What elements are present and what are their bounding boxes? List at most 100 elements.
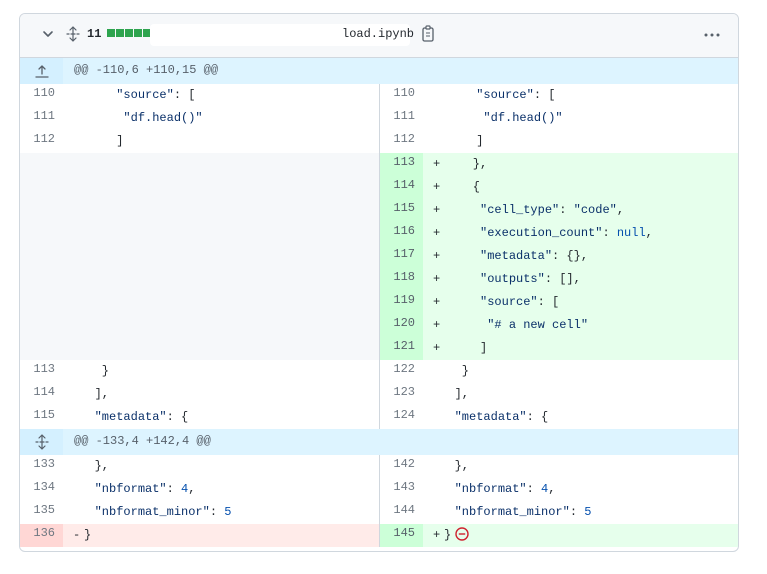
added-marker: + xyxy=(433,203,441,217)
right-line-number[interactable]: 112 xyxy=(393,132,415,146)
diff-row: 113 } 122 } xyxy=(20,360,738,383)
split-divider xyxy=(379,337,380,360)
left-empty-cell xyxy=(20,222,379,245)
diff-row: 119+ "source": [ xyxy=(20,291,738,314)
added-code-line: }, xyxy=(444,157,488,171)
right-code-line: }, xyxy=(433,459,470,473)
right-line-number[interactable]: 115 xyxy=(380,199,423,222)
hunk-header-text: @@ -133,4 +142,4 @@ xyxy=(74,434,211,448)
diff-row: 111 "df.head()" 111 "df.head()" xyxy=(20,107,738,130)
right-code-line: "df.head()" xyxy=(483,111,563,125)
right-line-number[interactable]: 122 xyxy=(393,362,415,376)
kebab-horizontal-icon[interactable] xyxy=(703,29,721,41)
right-line-number[interactable]: 143 xyxy=(393,480,415,494)
left-code-line: } xyxy=(73,364,110,378)
right-line-number[interactable]: 117 xyxy=(380,245,423,268)
right-line-number[interactable]: 116 xyxy=(380,222,423,245)
hunk-header-text: @@ -110,6 +110,15 @@ xyxy=(74,63,219,77)
split-divider xyxy=(379,501,380,524)
left-line-number[interactable]: 115 xyxy=(33,408,55,422)
left-line-number[interactable]: 135 xyxy=(33,503,55,517)
split-divider xyxy=(379,176,380,199)
chevron-down-icon[interactable] xyxy=(40,26,56,42)
right-line-number[interactable]: 120 xyxy=(380,314,423,337)
added-code-line: "outputs": [], xyxy=(480,272,581,286)
unfold-icon[interactable] xyxy=(66,26,80,42)
added-line-bg xyxy=(423,337,738,360)
diff-row: 133 }, 142 }, xyxy=(20,455,738,478)
split-divider xyxy=(379,153,380,176)
diff-row: 136-}145+} xyxy=(20,524,738,547)
right-line-number[interactable]: 144 xyxy=(393,503,415,517)
right-line-number[interactable]: 111 xyxy=(393,109,415,123)
left-code-line: "df.head()" xyxy=(123,111,203,125)
left-empty-cell xyxy=(20,199,379,222)
right-line-number[interactable]: 142 xyxy=(393,457,415,471)
added-code-line: "# a new cell" xyxy=(487,318,589,332)
added-line-bg xyxy=(423,524,738,547)
diffstat-block xyxy=(134,29,142,37)
diff-row: 115+ "cell_type": "code", xyxy=(20,199,738,222)
split-divider xyxy=(379,455,380,478)
added-marker: + xyxy=(433,528,441,542)
added-marker: + xyxy=(433,249,441,263)
left-line-number[interactable]: 111 xyxy=(33,109,55,123)
left-code-line: "nbformat_minor": 5 xyxy=(94,505,232,519)
hunk-expand-button[interactable] xyxy=(20,429,63,455)
added-line-bg xyxy=(423,291,738,314)
right-line-number[interactable]: 110 xyxy=(393,86,415,100)
deleted-line-bg xyxy=(63,524,379,547)
right-code-line: "nbformat": 4, xyxy=(454,482,556,496)
added-marker: + xyxy=(433,180,441,194)
right-line-number[interactable]: 124 xyxy=(393,408,415,422)
added-code-line: { xyxy=(444,180,481,194)
diffstat-block xyxy=(125,29,133,37)
diff-row: 117+ "metadata": {}, xyxy=(20,245,738,268)
unfold-icon[interactable] xyxy=(35,434,49,450)
left-line-number[interactable]: 112 xyxy=(33,132,55,146)
expand-up-icon[interactable] xyxy=(35,63,49,79)
left-code-line: "metadata": { xyxy=(94,410,189,424)
right-line-number[interactable]: 114 xyxy=(380,176,423,199)
diffstat-block xyxy=(107,29,115,37)
right-line-number[interactable]: 145 xyxy=(380,524,423,547)
added-marker: + xyxy=(433,272,441,286)
added-marker: + xyxy=(433,341,441,355)
added-code-line: } xyxy=(444,524,738,547)
hunk-expand-button[interactable] xyxy=(20,58,63,84)
diff-row: 134 "nbformat": 4,143 "nbformat": 4, xyxy=(20,478,738,501)
left-line-number[interactable]: 114 xyxy=(33,385,55,399)
right-line-number[interactable]: 123 xyxy=(393,385,415,399)
left-line-number[interactable]: 113 xyxy=(33,362,55,376)
file-name-link[interactable]: load.ipynb xyxy=(342,27,415,41)
added-line-bg xyxy=(423,222,738,245)
added-line-bg xyxy=(423,245,738,268)
split-divider xyxy=(379,360,380,383)
diff-row: 113+ }, xyxy=(20,153,738,176)
diff-row: 121+ ] xyxy=(20,337,738,360)
right-line-number[interactable]: 119 xyxy=(380,291,423,314)
left-line-number[interactable]: 134 xyxy=(33,480,55,494)
split-divider xyxy=(379,130,380,153)
left-code-line: ] xyxy=(73,134,124,148)
left-line-number[interactable]: 133 xyxy=(33,457,55,471)
right-code-line: } xyxy=(433,364,470,378)
left-empty-cell xyxy=(20,291,379,314)
right-line-number[interactable]: 121 xyxy=(380,337,423,360)
added-code-text: } xyxy=(444,528,452,542)
copy-icon[interactable] xyxy=(420,25,436,43)
hunk-header: @@ -110,6 +110,15 @@ xyxy=(20,58,738,84)
diff-row: 120+ "# a new cell" xyxy=(20,314,738,337)
added-line-bg xyxy=(423,153,738,176)
right-line-number[interactable]: 113 xyxy=(380,153,423,176)
left-empty-cell xyxy=(20,314,379,337)
split-divider xyxy=(379,406,380,429)
added-line-bg xyxy=(423,176,738,199)
right-line-number[interactable]: 118 xyxy=(380,268,423,291)
left-line-number[interactable]: 110 xyxy=(33,86,55,100)
left-code-line: }, xyxy=(73,459,110,473)
left-line-number[interactable]: 136 xyxy=(20,524,63,547)
diff-file: 11 load.ipynb @@ -110,6 +110,15 @@110 "s… xyxy=(19,13,739,552)
left-code-line: "source": [ xyxy=(116,88,196,102)
added-line-bg xyxy=(423,199,738,222)
